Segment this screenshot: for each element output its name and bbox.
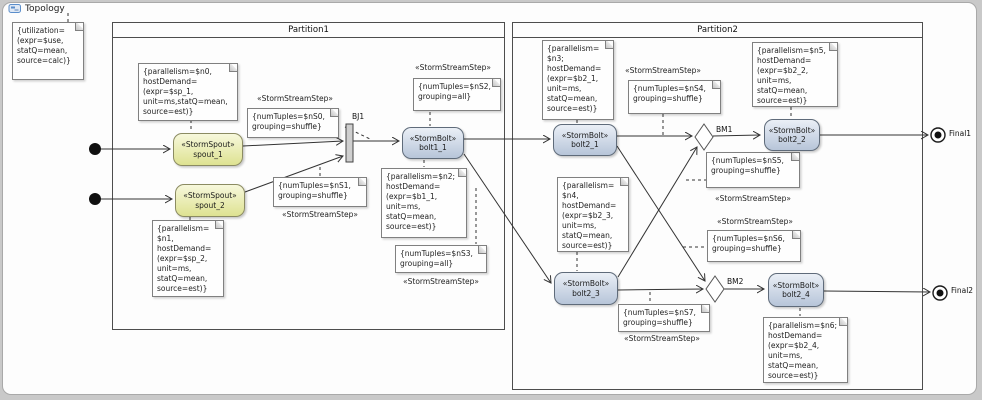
node-stereotype: «StormBolt»: [562, 279, 610, 288]
node-spout-1[interactable]: «StormSpout» spout_1: [173, 133, 243, 166]
note-n2: {parallelism=$n2; hostDemand= (expr=$b1_…: [381, 168, 467, 238]
partition2-title: Partition2: [513, 23, 922, 38]
note-ns4: {numTuples=$nS4, grouping=shuffle}: [628, 80, 721, 114]
node-stereotype: «StormBolt»: [768, 125, 816, 135]
node-name: bolt2_1: [571, 140, 599, 149]
note-ns6: {numTuples=$nS6, grouping=shuffle}: [707, 230, 801, 262]
merge-bm2-label: BM2: [727, 277, 744, 286]
note-utilization: {utilization= (expr=$use, statQ=mean, so…: [12, 22, 84, 80]
node-stereotype: «StormBolt»: [772, 280, 820, 290]
node-bolt2-3[interactable]: «StormBolt» bolt2_3: [554, 272, 618, 305]
node-name: spout_2: [195, 200, 225, 210]
node-bolt2-2[interactable]: «StormBolt» bolt2_2: [764, 119, 820, 151]
stream-step-label-ns1: «StormStreamStep»: [282, 210, 358, 219]
node-name: bolt1_1: [419, 143, 447, 152]
final1-label: Final1: [949, 129, 972, 138]
note-ns0: {numTuples=$nS0, grouping=shuffle}: [247, 108, 339, 138]
topology-header: Topology: [8, 3, 65, 14]
node-name: bolt2_4: [782, 290, 810, 299]
stream-step-label-ns0: «StormStreamStep»: [257, 94, 333, 103]
partition1-title: Partition1: [113, 23, 504, 38]
topology-icon: [8, 4, 21, 13]
stream-step-label-ns2: «StormStreamStep»: [415, 63, 491, 72]
topology-label: Topology: [25, 3, 65, 14]
node-stereotype: «StormSpout»: [183, 191, 237, 200]
final2-label: Final2: [951, 286, 974, 295]
node-spout-2[interactable]: «StormSpout» spout_2: [175, 184, 245, 217]
node-bolt1-1[interactable]: «StormBolt» bolt1_1: [402, 127, 464, 159]
node-bolt2-1[interactable]: «StormBolt» bolt2_1: [553, 124, 617, 156]
note-n3: {parallelism= $n3; hostDemand= (expr=$b2…: [542, 40, 614, 120]
note-n6: {parallelism=$n6; hostDemand= (expr=$b2_…: [763, 317, 848, 383]
node-name: bolt2_3: [572, 288, 600, 298]
stream-step-label-ns7: «StormStreamStep»: [624, 334, 700, 343]
stream-step-label-ns3: «StormStreamStep»: [403, 277, 479, 286]
note-ns2: {numTuples=$nS2, grouping=all}: [413, 78, 501, 111]
node-bolt2-4[interactable]: «StormBolt» bolt2_4: [768, 273, 824, 307]
note-n0: {parallelism=$n0, hostDemand= (expr=$sp_…: [138, 63, 238, 121]
stream-step-label-ns5: «StormStreamStep»: [715, 194, 791, 203]
stream-step-label-ns4: «StormStreamStep»: [625, 66, 701, 75]
node-stereotype: «StormBolt»: [561, 130, 609, 140]
note-n4: {parallelism= $n4, hostDemand= (expr=$b2…: [557, 177, 629, 252]
node-name: spout_1: [193, 149, 223, 159]
note-n1: {parallelism= $n1, hostDemand= (expr=$sp…: [152, 220, 224, 297]
note-n5: {parallelism=$n5, hostDemand= (expr=$b2_…: [752, 42, 838, 107]
node-stereotype: «StormBolt»: [409, 133, 457, 143]
note-ns7: {numTuples=$nS7, grouping=shuffle}: [618, 304, 710, 332]
note-ns1: {numTuples=$nS1, grouping=shuffle}: [273, 177, 367, 207]
join-bar-label: BJ1: [352, 112, 365, 121]
node-stereotype: «StormSpout»: [181, 140, 235, 149]
note-ns5: {numTuples=$nS5, grouping=shuffle}: [706, 152, 800, 188]
note-ns3: {numTuples=$nS3, grouping=all}: [395, 245, 487, 273]
stream-step-label-ns6: «StormStreamStep»: [717, 217, 793, 226]
node-name: bolt2_2: [778, 135, 806, 144]
merge-bm1-label: BM1: [716, 125, 733, 134]
